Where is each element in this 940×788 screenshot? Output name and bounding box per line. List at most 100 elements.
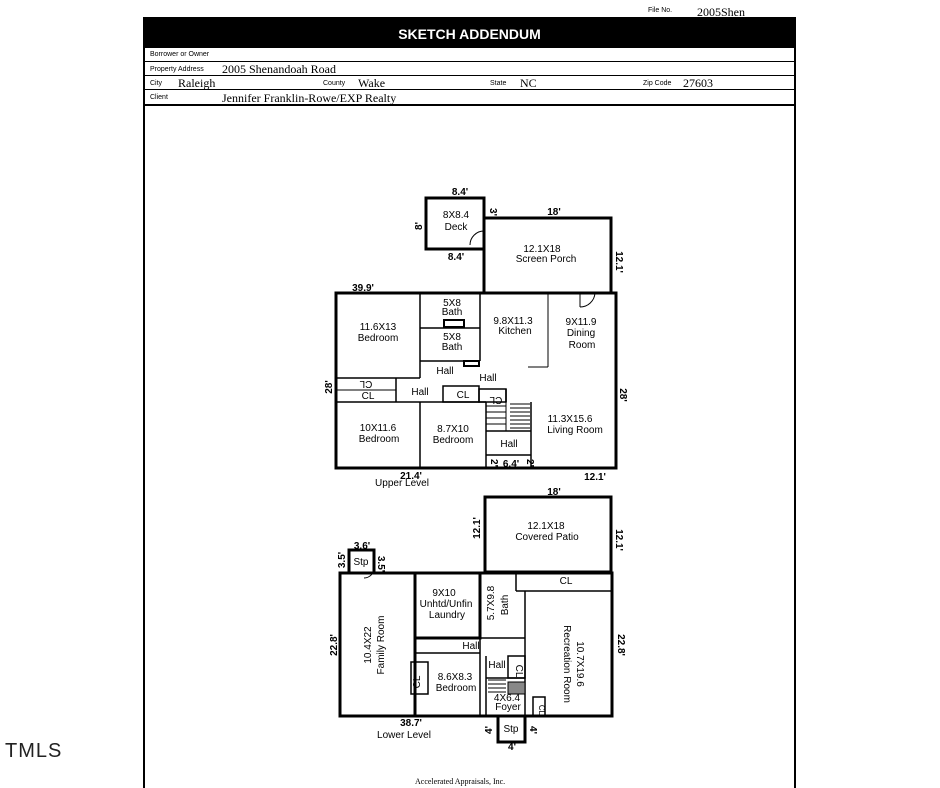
bed1-size: 11.6X13 <box>360 322 397 333</box>
dim-lower-bottom: 38.7' <box>400 718 422 729</box>
bath2-size: 5X8 <box>443 332 461 343</box>
dim-upper-right: 28' <box>617 388 628 402</box>
dim-upper-top: 39.9' <box>352 283 374 294</box>
client-label: Client <box>150 94 168 101</box>
living-size: 11.3X15.6 <box>548 414 593 425</box>
patio-label: Covered Patio <box>515 532 579 543</box>
upper-cl-3: CL <box>457 390 470 401</box>
dim-stoop2-bottom: 4' <box>508 742 516 753</box>
lower-hall-2: Hall <box>488 660 505 671</box>
footer-company: Accelerated Appraisals, Inc. <box>415 777 506 786</box>
bath1-size: 5X8 <box>443 298 461 309</box>
city-label: City <box>150 80 163 87</box>
deck-label: Deck <box>445 222 469 233</box>
family-label: Family Room <box>376 616 387 675</box>
upper-cl-4: CL <box>489 394 502 405</box>
zip-value: 27603 <box>683 76 713 90</box>
dim-patio-left: 12.1' <box>472 517 483 539</box>
file-no-label: File No. <box>648 7 673 14</box>
lower-bed-size: 8.6X8.3 <box>438 672 473 683</box>
stoop2-label: Stp <box>503 724 518 735</box>
bed3-size: 8.7X10 <box>437 424 469 435</box>
bath1-label: Bath <box>442 307 463 318</box>
city-value: Raleigh <box>178 76 216 90</box>
rec-size: 10.7X19.6 <box>574 641 585 687</box>
dim-lower-right: 22.8' <box>615 634 626 656</box>
client-value: Jennifer Franklin-Rowe/EXP Realty <box>222 91 397 105</box>
family-size: 10.4X22 <box>363 626 374 664</box>
deck-door-swing <box>469 230 485 246</box>
dim-stoop2-left: 4' <box>484 726 495 734</box>
city-row: City Raleigh County Wake State NC Zip Co… <box>145 76 795 90</box>
bed3-label: Bedroom <box>433 435 474 446</box>
header-rule <box>143 104 796 106</box>
dim-porch-top: 18' <box>547 207 561 218</box>
form-title: SKETCH ADDENDUM <box>143 18 796 48</box>
dim-stoop1-top: 3.6' <box>354 541 370 552</box>
upper-stairs <box>486 402 530 431</box>
state-value: NC <box>520 76 537 90</box>
address-label: Property Address <box>150 66 204 73</box>
upper-cl-2: CL <box>362 391 375 402</box>
dim-upper-left: 28' <box>324 380 335 394</box>
dim-stoop1-right: 3.5' <box>375 556 386 572</box>
county-value: Wake <box>358 76 386 90</box>
dim-upper-bottom-right: 12.1' <box>584 472 606 483</box>
dim-porch-right: 12.1' <box>613 251 624 273</box>
dim-lower-left: 22.8' <box>329 634 340 656</box>
stoop1-label: Stp <box>353 557 368 568</box>
lower-stairs <box>488 679 506 693</box>
client-row: Client Jennifer Franklin-Rowe/EXP Realty <box>145 90 795 105</box>
dining-size: 9X11.9 <box>566 317 597 328</box>
bed2-size: 10X11.6 <box>360 423 397 434</box>
laundry-label-1: Unhtd/Unfin <box>420 599 473 610</box>
lower-cl-top: CL <box>560 576 573 587</box>
zip-label: Zip Code <box>643 80 672 87</box>
bath2-label: Bath <box>442 342 463 353</box>
foyer-label: Foyer <box>495 702 521 713</box>
laundry-size: 9X10 <box>432 588 456 599</box>
bed1-label: Bedroom <box>358 333 399 344</box>
upper-hall-3: Hall <box>411 387 428 398</box>
lower-level-label: Lower Level <box>377 730 431 741</box>
dim-upper-bottom-left: 21.4' <box>400 471 422 482</box>
upper-cl-1: CL <box>359 378 372 389</box>
kitchen-label: Kitchen <box>498 326 531 337</box>
laundry-label-2: Laundry <box>429 610 465 621</box>
address-value: 2005 Shenandoah Road <box>222 62 336 76</box>
borrower-row: Borrower or Owner <box>145 48 795 62</box>
mls-watermark: TMLS <box>5 740 63 762</box>
dim-notch-right: 2' <box>524 459 535 467</box>
dim-stoop1-left: 3.5' <box>337 552 348 568</box>
lower-cl-foyer: CL <box>537 705 546 716</box>
dim-deck-top: 8.4' <box>452 187 468 198</box>
lower-hall-1: Hall <box>462 641 479 652</box>
upper-level-label: Upper Level <box>375 478 429 489</box>
upper-outline <box>334 291 618 470</box>
lower-bath-label: Bath <box>500 595 511 616</box>
upper-hall-4: Hall <box>500 439 517 450</box>
lower-cl-left: CL <box>412 675 423 688</box>
lower-bath-size: 5.7X9.8 <box>486 585 497 620</box>
county-label: County <box>323 80 346 87</box>
upper-hall-2: Hall <box>479 373 496 384</box>
file-no-value: 2005Shen <box>697 5 745 19</box>
dim-deck-right: 3' <box>487 208 498 216</box>
porch-label: Screen Porch <box>516 254 577 265</box>
borrower-label: Borrower or Owner <box>150 51 210 58</box>
porch-door-swing <box>579 292 596 308</box>
deck-size: 8X8.4 <box>443 210 470 221</box>
dim-patio-top: 18' <box>547 487 561 498</box>
dim-upper-bottom-mid: 6.4' <box>503 459 519 470</box>
dining-label-2: Room <box>569 340 596 351</box>
kitchen-size: 9.8X11.3 <box>493 316 533 327</box>
dim-stoop2-right: 4' <box>527 726 538 734</box>
rec-label: Recreation Room <box>561 625 572 703</box>
bed2-label: Bedroom <box>359 434 400 445</box>
lower-cl-hall: CL <box>513 665 524 678</box>
dim-patio-right: 12.1' <box>613 529 624 551</box>
lower-bed-label: Bedroom <box>436 683 477 694</box>
patio-size: 12.1X18 <box>527 521 565 532</box>
foyer-size: 4X6.4 <box>494 693 521 704</box>
